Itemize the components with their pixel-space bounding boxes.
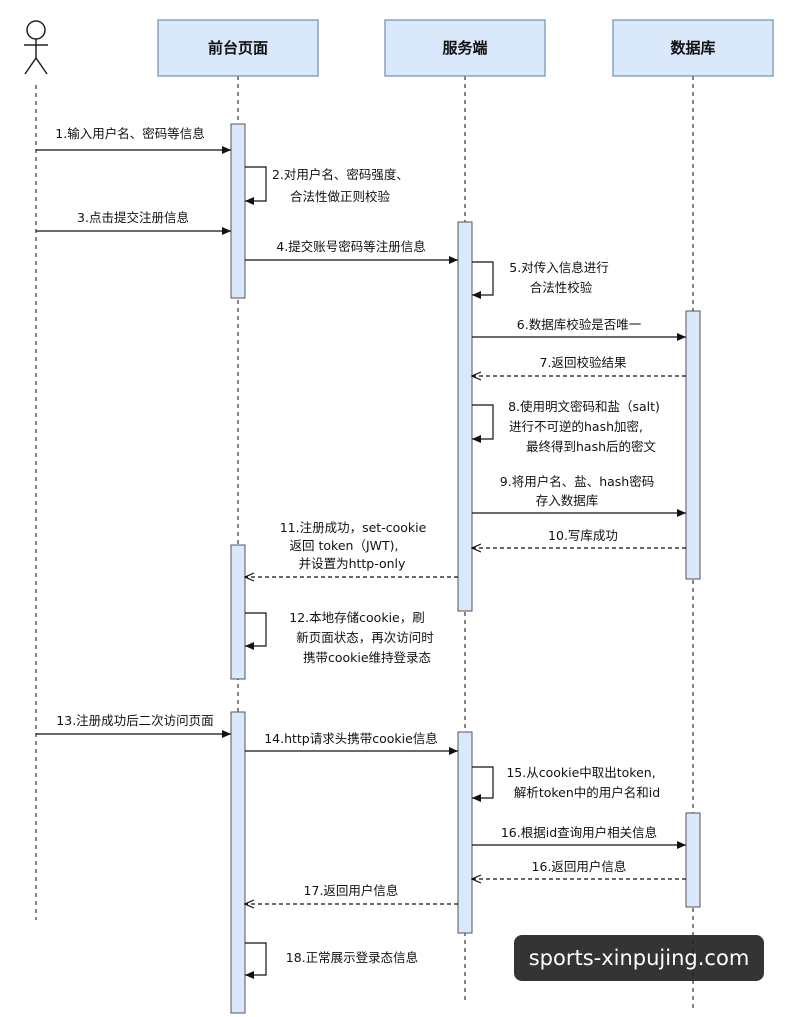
label-m9: 9.将用户名、盐、hash密码 存入数据库	[500, 474, 658, 508]
activation-frontend-3	[230, 711, 246, 1014]
message-labels: 1.输入用户名、密码等信息 2.对用户名、密码强度、 合法性做正则校验 3.点击…	[55, 126, 664, 965]
activation-server-1	[457, 221, 473, 612]
label-m15: 15.从cookie中取出token, 解析token中的用户名和id	[506, 765, 660, 800]
actor-figure	[24, 20, 48, 75]
label-m10: 10.写库成功	[548, 528, 618, 543]
arrow-m5	[472, 261, 494, 299]
arrow-m15	[472, 766, 494, 802]
arrow-m12	[245, 612, 267, 650]
participant-server: 服务端	[384, 19, 546, 77]
label-m11: 11.注册成功，set-cookie 返回 token（JWT), 并设置为ht…	[280, 520, 431, 571]
label-m14: 14.http请求头携带cookie信息	[264, 731, 438, 746]
activation-frontend-2	[230, 544, 246, 680]
participant-database: 数据库	[612, 19, 774, 77]
arrow-m8	[472, 404, 494, 443]
label-m4: 4.提交账号密码等注册信息	[276, 239, 425, 254]
participant-server-label: 服务端	[442, 39, 487, 57]
label-m3: 3.点击提交注册信息	[77, 210, 189, 225]
label-m6: 6.数据库校验是否唯一	[517, 317, 641, 332]
label-m7: 7.返回校验结果	[540, 355, 627, 370]
label-m5: 5.对传入信息进行 合法性校验	[509, 260, 612, 295]
watermark-badge: sports-xinpujing.com	[514, 935, 764, 981]
label-m17: 17.返回用户信息	[304, 883, 399, 898]
participant-frontend-label: 前台页面	[208, 39, 268, 57]
label-m16b: 16.返回用户信息	[532, 859, 627, 874]
activation-database-1	[685, 310, 701, 580]
label-m13: 13.注册成功后二次访问页面	[56, 713, 213, 728]
participant-frontend: 前台页面	[157, 19, 319, 77]
participant-database-label: 数据库	[670, 39, 715, 57]
label-m18: 18.正常展示登录态信息	[286, 950, 418, 965]
label-m8: 8.使用明文密码和盐（salt) 进行不可逆的hash加密, 最终得到hash后…	[508, 399, 664, 454]
label-m12: 12.本地存储cookie，刷 新页面状态，再次访问时 携带cookie维持登录…	[289, 610, 437, 665]
label-m16a: 16.根据id查询用户相关信息	[501, 825, 657, 840]
activation-frontend-1	[230, 123, 246, 299]
label-m1: 1.输入用户名、密码等信息	[55, 126, 204, 141]
arrow-m2	[245, 166, 267, 205]
arrow-m18	[245, 942, 267, 979]
activation-database-2	[685, 812, 701, 908]
activation-server-2	[457, 731, 473, 934]
label-m2: 2.对用户名、密码强度、 合法性做正则校验	[272, 167, 413, 204]
